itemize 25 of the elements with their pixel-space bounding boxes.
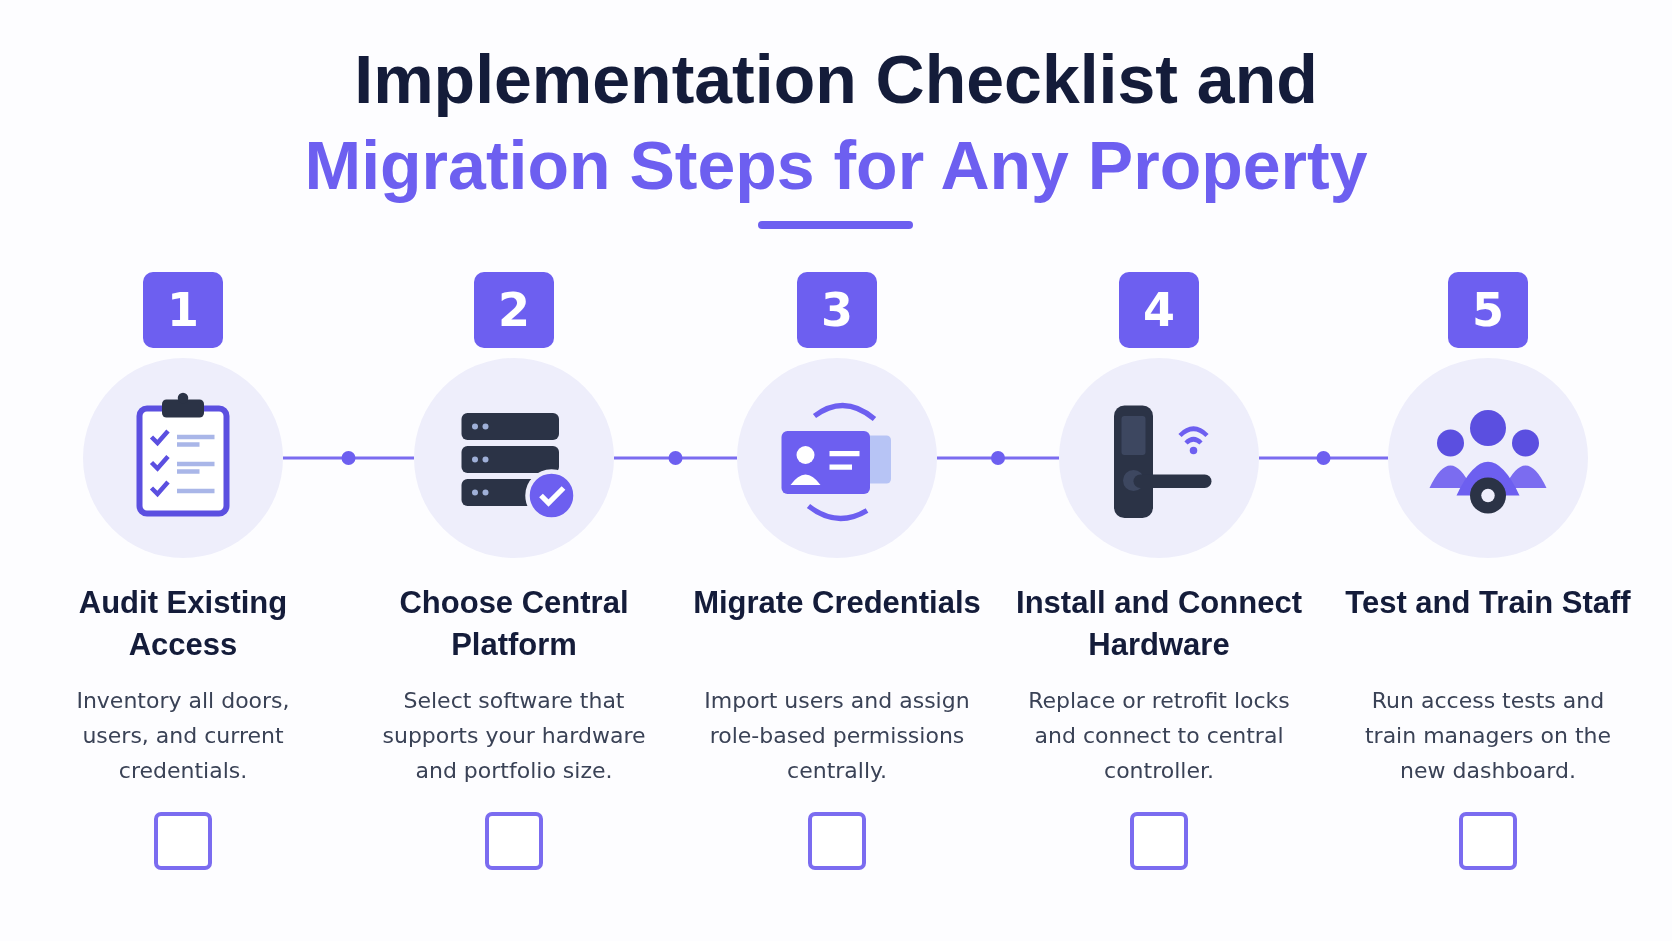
- checkbox: [1459, 812, 1517, 870]
- connector: [614, 456, 737, 460]
- checkbox: [808, 812, 866, 870]
- title: Implementation Checklist and Migration Steps for Any Property: [303, 40, 1369, 205]
- step-number: 5: [1448, 272, 1528, 348]
- connector: [283, 456, 414, 460]
- step-number: 4: [1119, 272, 1199, 348]
- step-number: 3: [797, 272, 877, 348]
- step-title: Install and Connect Hardware: [1015, 584, 1303, 664]
- checkbox: [1130, 812, 1188, 870]
- step-description: Run access tests and train managers on the new dashboard.: [1363, 687, 1612, 785]
- step-number: 1: [143, 272, 223, 348]
- step-title: Migrate Credentials: [692, 584, 982, 622]
- step-description: Select software that supports your hardware and portfolio size.: [381, 687, 647, 785]
- connector: [1259, 456, 1388, 460]
- checkbox: [485, 812, 543, 870]
- checkbox: [154, 812, 212, 870]
- step-description: Inventory all doors, users, and current credentials.: [75, 687, 291, 785]
- step-number: 2: [474, 272, 554, 348]
- connector: [937, 456, 1059, 460]
- step-title: Audit Existing Access: [77, 584, 289, 664]
- step-description: Import users and assign role-based permissions centrally.: [703, 687, 971, 785]
- step-description: Replace or retrofit locks and connect to central controller.: [1027, 687, 1291, 785]
- step-title: Choose Central Platform: [398, 584, 630, 664]
- step-title: Test and Train Staff: [1344, 584, 1632, 622]
